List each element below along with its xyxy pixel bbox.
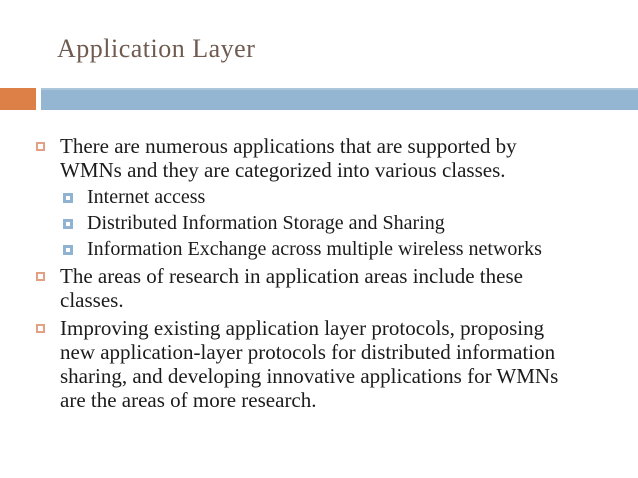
sub-bullet-text-line: Distributed Information Storage and Shar…	[87, 212, 445, 234]
sub-bullet-item: Distributed Information Storage and Shar…	[63, 212, 628, 235]
sub-bullet-square-icon	[63, 219, 73, 229]
bullet-text-line: Improving existing application layer pro…	[60, 316, 545, 340]
bullet-text: There are numerous applications that are…	[60, 134, 628, 182]
sub-bullet-text-line: Internet access	[87, 186, 206, 208]
bullet-text-line: The areas of research in application are…	[60, 264, 523, 288]
slide-body: There are numerous applications that are…	[36, 134, 628, 416]
divider-blue-bar	[41, 88, 638, 110]
sub-bullet-text: Distributed Information Storage and Shar…	[87, 212, 628, 235]
bullet-text: Improving existing application layer pro…	[60, 316, 628, 412]
sub-bullet-square-icon	[63, 245, 73, 255]
bullet-item: The areas of research in application are…	[36, 264, 628, 312]
sub-bullet-item: Information Exchange across multiple wir…	[63, 238, 628, 261]
bullet-text-line: WMNs and they are categorized into vario…	[60, 158, 506, 182]
sub-bullet-text-line: Information Exchange across multiple wir…	[87, 238, 542, 260]
bullet-text-line: are the areas of more research.	[60, 388, 317, 412]
bullet-text-line: classes.	[60, 288, 124, 312]
sub-bullet-item: Internet access	[63, 186, 628, 209]
bullet-text-line: new application-layer protocols for dist…	[60, 340, 556, 364]
bullet-text: The areas of research in application are…	[60, 264, 628, 312]
bullet-square-icon	[36, 324, 45, 333]
divider-orange-block	[0, 88, 36, 110]
bullet-square-icon	[36, 142, 45, 151]
title-divider	[0, 88, 638, 110]
bullet-text-line: sharing, and developing innovative appli…	[60, 364, 559, 388]
slide-title: Application Layer	[57, 34, 256, 63]
sub-bullet-square-icon	[63, 193, 73, 203]
sub-bullet-text: Internet access	[87, 186, 628, 209]
bullet-item: There are numerous applications that are…	[36, 134, 628, 182]
bullet-square-icon	[36, 272, 45, 281]
sub-bullet-text: Information Exchange across multiple wir…	[87, 238, 628, 261]
sub-bullet-list: Internet access Distributed Information …	[36, 186, 628, 261]
bullet-item: Improving existing application layer pro…	[36, 316, 628, 412]
bullet-text-line: There are numerous applications that are…	[60, 134, 517, 158]
